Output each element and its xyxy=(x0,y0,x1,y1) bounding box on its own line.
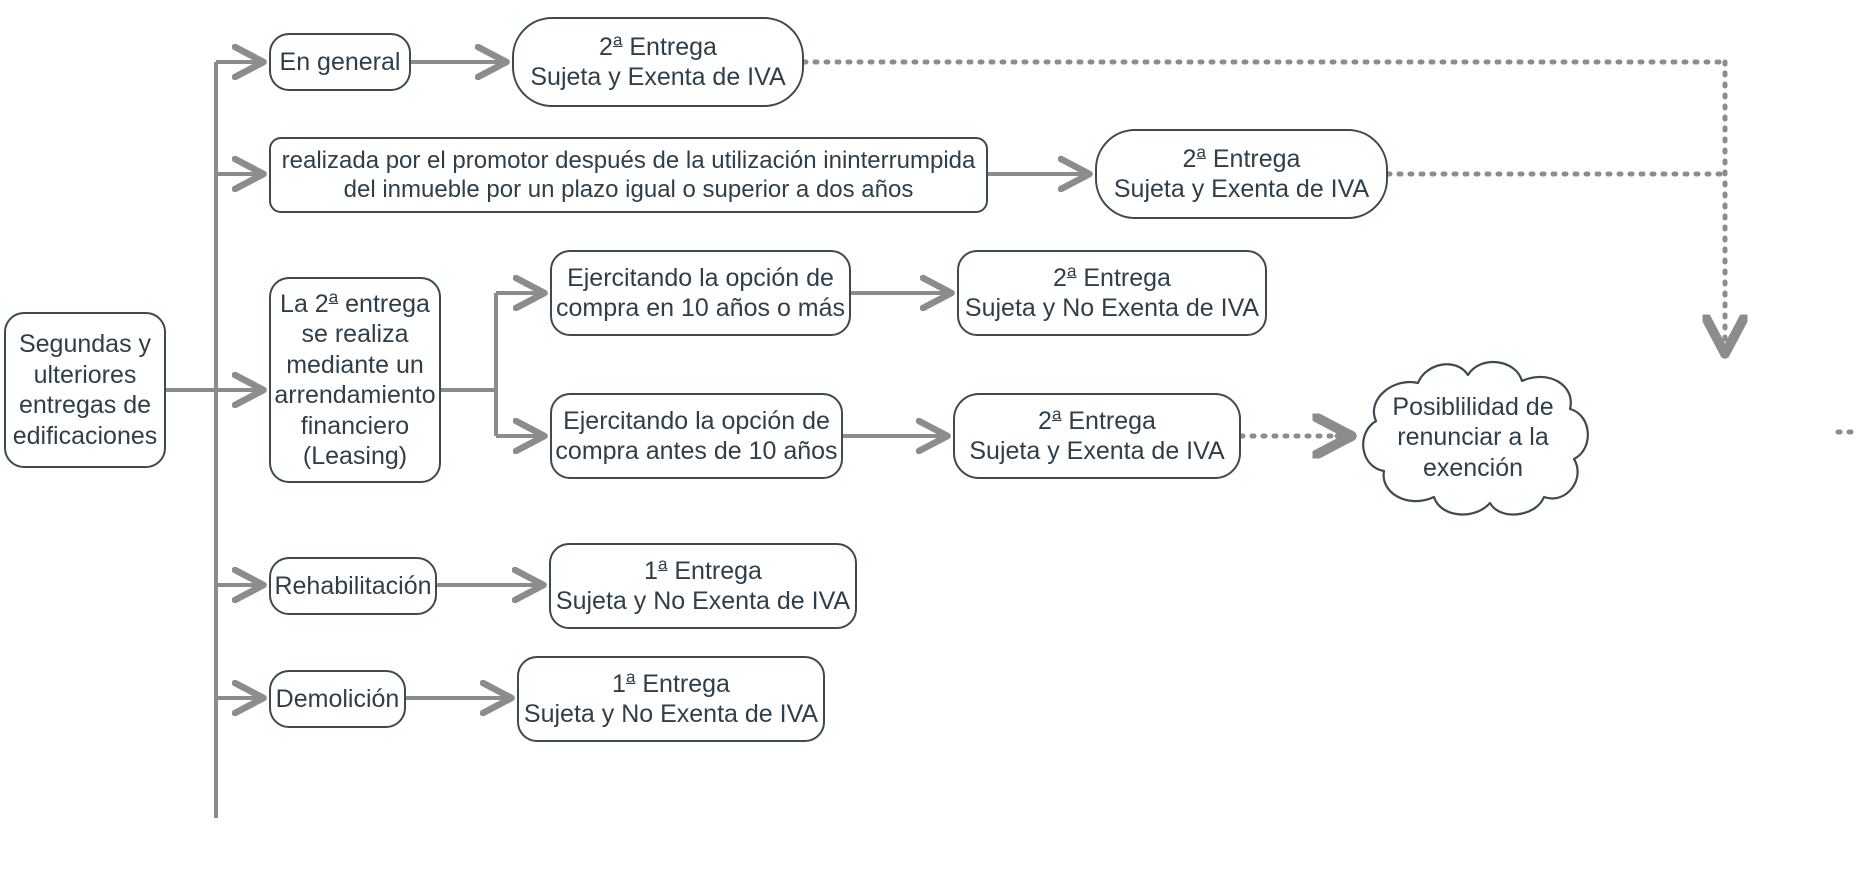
node-root-label: Segundas y ulteriores entregas de edific… xyxy=(12,330,158,450)
node-opcion-antes-10[interactable]: Ejercitando la opción de compra antes de… xyxy=(550,393,843,479)
node-rehabilitacion-label: Rehabilitación xyxy=(274,571,432,600)
node-opcion-10-mas[interactable]: Ejercitando la opción de compra en 10 añ… xyxy=(550,250,851,336)
node-en-general-label: En general xyxy=(279,47,401,76)
ordinal-indicator: a xyxy=(612,30,623,50)
node-promotor-label: realizada por el promotor después de la … xyxy=(281,146,976,203)
node-demolicion-result-label: 1a Entrega Sujeta y No Exenta de IVA xyxy=(523,667,819,728)
ordinal-indicator: a xyxy=(625,667,636,687)
node-leasing-label: La 2a entrega se realiza mediante un arr… xyxy=(274,287,436,470)
node-promotor-result-label: 2a Entrega Sujeta y Exenta de IVA xyxy=(1113,142,1370,203)
node-en-general-result[interactable]: 2a Entrega Sujeta y Exenta de IVA xyxy=(512,17,804,107)
node-promotor[interactable]: realizada por el promotor después de la … xyxy=(269,137,988,213)
node-cloud-possibility-label: Posiblilidad de renunciar a la exención xyxy=(1392,392,1554,482)
node-leasing[interactable]: La 2a entrega se realiza mediante un arr… xyxy=(269,277,441,483)
node-rehabilitacion[interactable]: Rehabilitación xyxy=(269,557,437,615)
node-promotor-result[interactable]: 2a Entrega Sujeta y Exenta de IVA xyxy=(1095,129,1388,219)
ordinal-indicator: a xyxy=(1196,142,1206,162)
node-opcion-10-mas-result-label: 2a Entrega Sujeta y No Exenta de IVA xyxy=(964,261,1260,322)
node-en-general-result-label: 2a Entrega Sujeta y Exenta de IVA xyxy=(530,30,786,91)
node-root[interactable]: Segundas y ulteriores entregas de edific… xyxy=(4,312,166,468)
ordinal-indicator: a xyxy=(328,287,339,307)
node-demolicion[interactable]: Demolición xyxy=(269,670,406,728)
node-opcion-10-mas-label: Ejercitando la opción de compra en 10 añ… xyxy=(555,263,846,323)
ordinal-indicator: a xyxy=(1051,404,1062,424)
node-opcion-antes-10-result[interactable]: 2a Entrega Sujeta y Exenta de IVA xyxy=(953,393,1241,479)
node-rehabilitacion-result[interactable]: 1a Entrega Sujeta y No Exenta de IVA xyxy=(549,543,857,629)
node-opcion-10-mas-result[interactable]: 2a Entrega Sujeta y No Exenta de IVA xyxy=(957,250,1267,336)
node-demolicion-result[interactable]: 1a Entrega Sujeta y No Exenta de IVA xyxy=(517,656,825,742)
ordinal-indicator: a xyxy=(1066,261,1077,281)
node-rehabilitacion-result-label: 1a Entrega Sujeta y No Exenta de IVA xyxy=(555,554,851,615)
node-en-general[interactable]: En general xyxy=(269,33,411,91)
node-demolicion-label: Demolición xyxy=(275,684,400,713)
ordinal-indicator: a xyxy=(657,554,668,574)
node-opcion-antes-10-label: Ejercitando la opción de compra antes de… xyxy=(555,406,838,466)
node-cloud-possibility[interactable]: Posiblilidad de renunciar a la exención xyxy=(1348,355,1598,520)
node-opcion-antes-10-result-label: 2a Entrega Sujeta y Exenta de IVA xyxy=(969,404,1225,465)
cloud-shape-icon xyxy=(1362,361,1589,516)
